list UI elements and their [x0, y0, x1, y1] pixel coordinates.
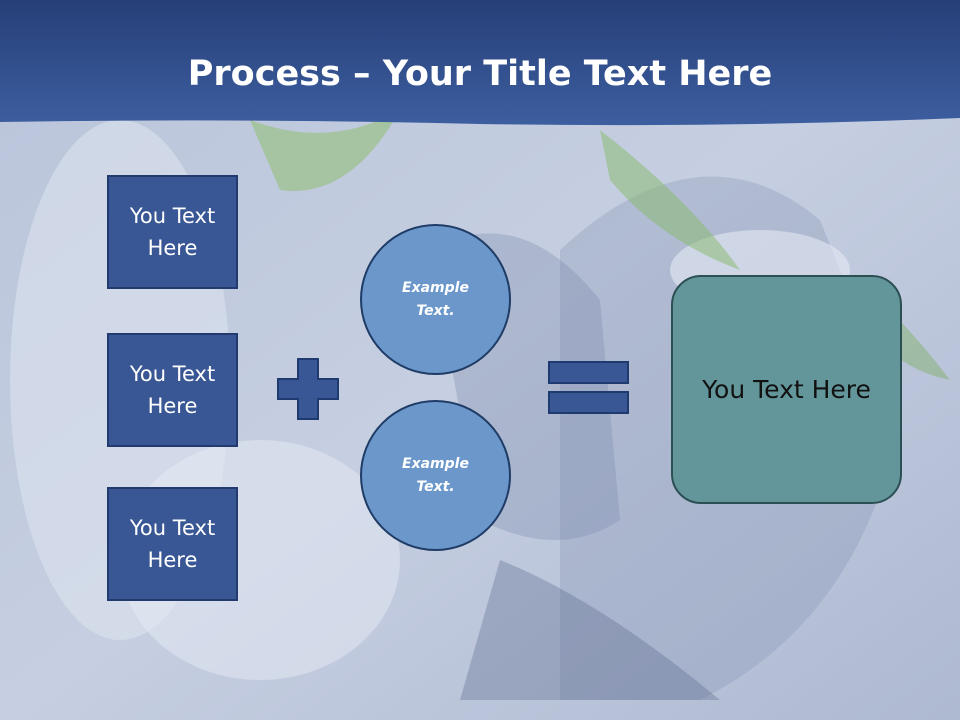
input-box-3: You Text Here — [107, 487, 238, 601]
title-bold: Process — [187, 54, 341, 94]
example-circle-2: Example Text. — [360, 400, 511, 551]
slide-title: Process – Your Title Text Here — [0, 52, 960, 96]
result-box: You Text Here — [671, 275, 902, 504]
example-circle-1: Example Text. — [360, 224, 511, 375]
equals-icon — [548, 361, 629, 414]
input-box-1: You Text Here — [107, 175, 238, 289]
input-box-2: You Text Here — [107, 333, 238, 447]
plus-icon — [277, 358, 339, 420]
title-rest: – Your Title Text Here — [340, 54, 773, 94]
